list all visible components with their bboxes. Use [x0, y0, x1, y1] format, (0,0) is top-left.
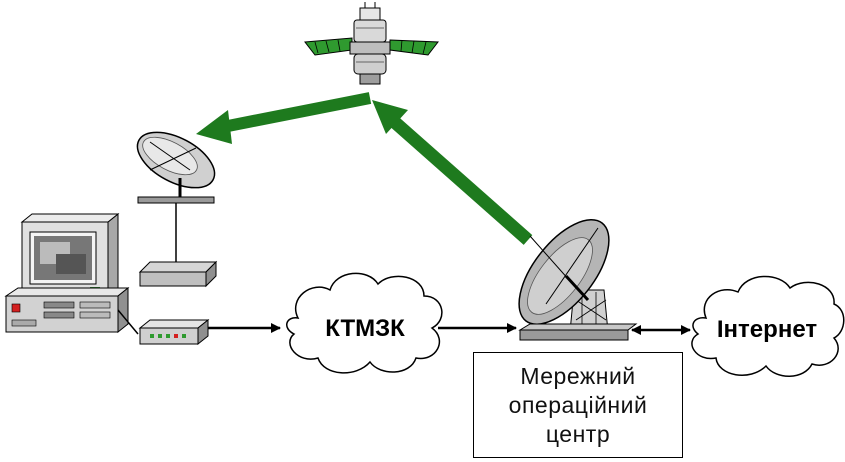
- cloud-label-ktmzk: КТМЗК: [325, 315, 405, 342]
- internet-cloud: Інтернет: [691, 275, 845, 377]
- user-dish-icon: [136, 131, 216, 204]
- satellite-icon: [304, 2, 439, 85]
- ktmzk-cloud: КТМЗК: [286, 272, 443, 374]
- computer-icon: [4, 212, 130, 334]
- modem-icon: [138, 318, 210, 346]
- noc-label-line3: центр: [545, 420, 611, 447]
- cable-computer-modem: [117, 309, 139, 335]
- cloud-label-internet: Інтернет: [717, 316, 817, 343]
- noc-label-line2: операційний: [508, 391, 648, 418]
- solar-panel-right: [389, 39, 439, 56]
- downlink-beam: [196, 92, 372, 144]
- solar-panel-left: [304, 37, 353, 56]
- noc-label-line1: Мережний: [520, 362, 636, 389]
- uplink-beam: [372, 100, 533, 245]
- hub-dish-icon: [518, 219, 638, 341]
- noc-label-box: Мережний операційний центр: [473, 352, 683, 458]
- receiver-icon: [138, 260, 218, 288]
